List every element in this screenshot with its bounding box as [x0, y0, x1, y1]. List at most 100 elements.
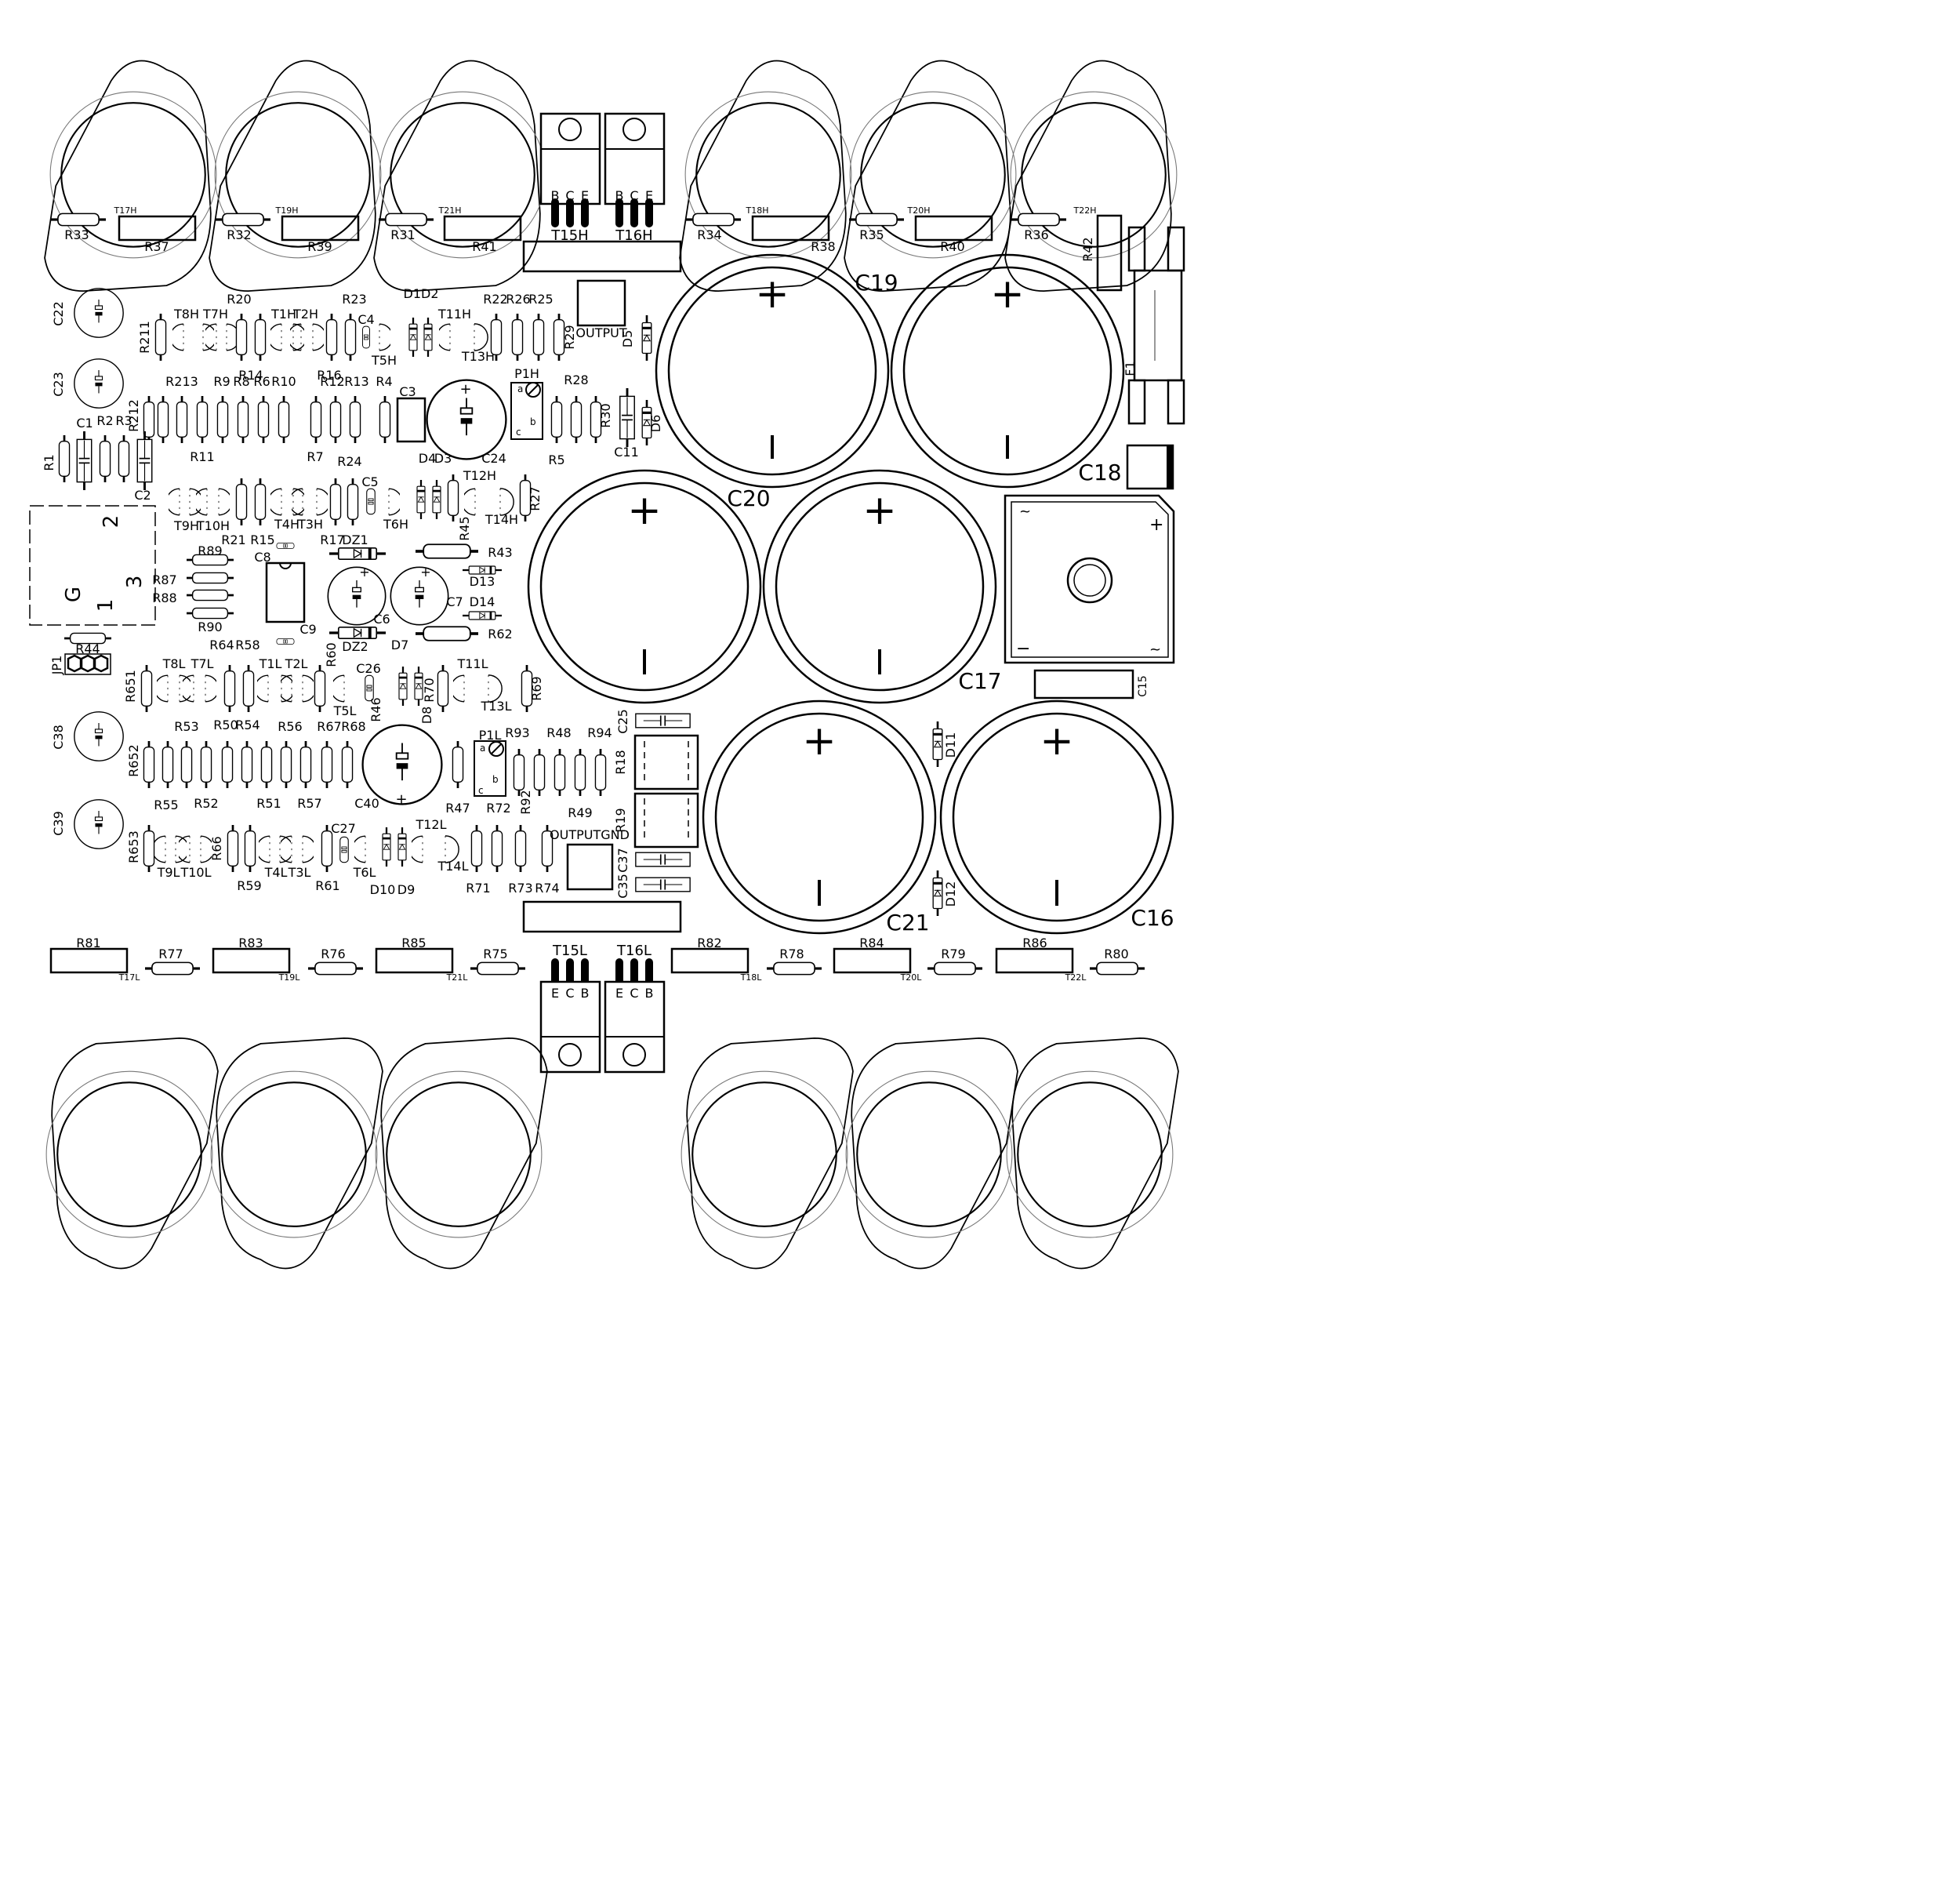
label-R3: R3: [115, 413, 132, 428]
label-R75: R75: [483, 947, 507, 961]
label-T14L: T14L: [437, 859, 468, 874]
label-D11: D11: [943, 732, 958, 758]
label-R22: R22: [483, 292, 507, 307]
label-T12L: T12L: [415, 817, 446, 832]
label-T18L: T18L: [740, 972, 763, 983]
pin-label: C: [630, 986, 638, 1001]
label-R39: R39: [307, 239, 332, 254]
label-T10L: T10L: [180, 865, 211, 880]
label-R88: R88: [152, 591, 176, 605]
label-D4: D4: [419, 451, 437, 466]
label-C11: C11: [614, 445, 639, 460]
trim-pin-b: b: [530, 416, 536, 427]
minus-mark: −: [1016, 639, 1030, 659]
jumper-JP1: JP1: [49, 653, 111, 675]
label-C6: C6: [373, 612, 390, 627]
label-R4: R4: [376, 374, 392, 389]
label-T3H: T3H: [297, 517, 323, 532]
label-D7: D7: [391, 638, 409, 652]
plus-mark: +: [862, 487, 897, 534]
label-R24: R24: [337, 454, 361, 469]
label-R11: R11: [190, 449, 214, 464]
label-R32: R32: [227, 227, 251, 242]
label-C9: C9: [299, 622, 316, 637]
label-R90: R90: [198, 620, 222, 634]
pin-label: E: [615, 986, 623, 1001]
part-label: T16L: [616, 943, 652, 959]
label-R54: R54: [235, 718, 260, 732]
label-C4: C4: [358, 312, 374, 327]
bulk-capacitor-C21: + C21: [702, 700, 937, 936]
label-R68: R68: [341, 719, 365, 734]
label-R48: R48: [546, 725, 571, 740]
label-T9H: T9H: [173, 518, 199, 533]
label-R37: R37: [144, 239, 169, 254]
label-R34: R34: [697, 227, 721, 242]
to220-T16H: B C E T16H: [604, 112, 666, 244]
label-R69: R69: [529, 676, 544, 700]
label-R653: R653: [126, 830, 141, 863]
plus-mark: +: [1040, 718, 1074, 765]
label-R84: R84: [859, 936, 884, 950]
label-R12: R12: [320, 374, 344, 389]
label-C26: C26: [356, 661, 381, 676]
pin-1-label: 1: [94, 599, 118, 612]
pin-label: B: [615, 188, 624, 203]
label-R64: R64: [209, 638, 234, 652]
label-C24: C24: [481, 451, 506, 466]
part-label: T16H: [615, 227, 652, 244]
to220-T15H: B C E T15H: [539, 112, 601, 244]
bulk-capacitor-C18: +: [890, 253, 1125, 489]
label-R78: R78: [779, 947, 804, 961]
capacitor-C18: [1126, 444, 1174, 490]
label-D13: D13: [470, 574, 495, 589]
label-C20: C20: [727, 485, 770, 511]
label-T17L: T17L: [118, 972, 141, 983]
pin-label: E: [551, 986, 559, 1001]
label-R53: R53: [174, 719, 198, 734]
pin-label: C: [565, 986, 574, 1001]
label-C21: C21: [886, 910, 929, 936]
label-T19L: T19L: [278, 972, 301, 983]
label-R18: R18: [613, 750, 628, 774]
output-ground-terminal: [566, 843, 614, 891]
label-T11L: T11L: [456, 656, 488, 671]
bulk-capacitor-C16: + C16: [939, 700, 1174, 935]
pin-label: C: [630, 188, 638, 203]
ac-mark: ~: [1019, 503, 1031, 520]
label-R5: R5: [548, 452, 564, 467]
label-R15: R15: [250, 532, 274, 547]
label-T17H: T17H: [114, 205, 137, 216]
label-C17: C17: [958, 668, 1001, 694]
input-stage-low: R651 T8L T7L T1L T2L R60 T5L C26 R46 R70…: [51, 642, 612, 897]
label-R86: R86: [1022, 936, 1047, 950]
label-R49: R49: [568, 805, 592, 820]
label-R35: R35: [859, 227, 884, 242]
label-T22L: T22L: [1065, 972, 1087, 983]
label-R16: R16: [317, 368, 341, 383]
label-R7: R7: [307, 449, 323, 464]
label-R45: R45: [457, 516, 472, 540]
label-R1: R1: [42, 454, 56, 471]
pin-2-label: 2: [100, 515, 123, 529]
label-T13H: T13H: [461, 349, 495, 364]
label-T2L: T2L: [285, 656, 308, 671]
pin-label: E: [581, 188, 589, 203]
label-T20L: T20L: [900, 972, 923, 983]
label-R28: R28: [564, 372, 588, 387]
pin-3-label: 3: [123, 576, 147, 589]
label-R6: R6: [253, 374, 270, 389]
label-R85: R85: [401, 936, 426, 950]
label-C3: C3: [399, 384, 416, 399]
label-R33: R33: [64, 227, 89, 242]
label-T14H: T14H: [485, 512, 518, 527]
label-R212: R212: [126, 399, 141, 432]
label-T7H: T7H: [202, 307, 228, 322]
plus-mark: +: [359, 565, 369, 580]
label-outputgnd: OUTPUTGND: [550, 827, 630, 842]
label-R71: R71: [466, 881, 490, 896]
label-R73: R73: [508, 881, 532, 896]
to220-T15L: T15L E C B: [539, 943, 601, 1074]
label-R70: R70: [422, 678, 437, 702]
label-T9L: T9L: [157, 865, 180, 880]
